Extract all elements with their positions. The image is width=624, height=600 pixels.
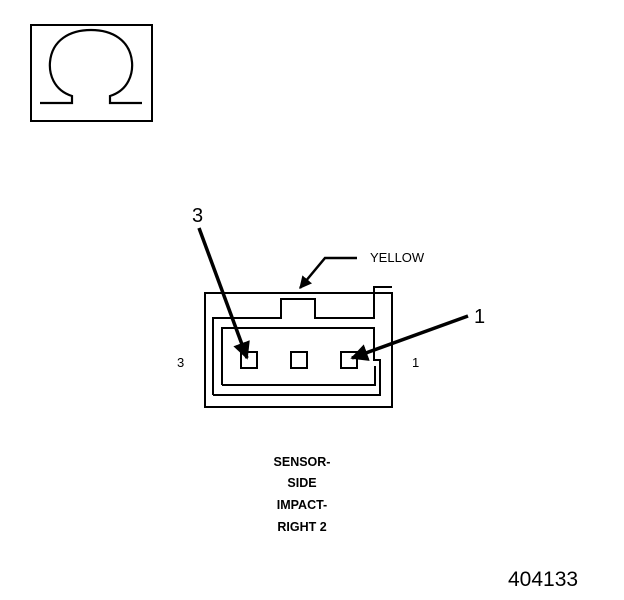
yellow-leader-line	[299, 256, 357, 289]
caption-line-4: RIGHT 2	[277, 520, 326, 534]
ohm-icon	[40, 28, 142, 105]
callout-1-arrow	[350, 314, 469, 361]
color-label: YELLOW	[370, 250, 425, 265]
pin-2	[290, 351, 308, 369]
caption-line-3: IMPACT-	[277, 498, 327, 512]
connector-caption: SENSOR- SIDE IMPACT- RIGHT 2	[274, 455, 331, 534]
pin-label-3: 3	[177, 355, 184, 370]
figure-number: 404133	[508, 568, 578, 591]
ohm-symbol-box	[30, 24, 153, 122]
pin-1	[340, 351, 358, 369]
connector-body	[204, 286, 393, 408]
callout-3-arrow	[197, 227, 250, 360]
caption-line-2: SIDE	[287, 476, 316, 490]
callout-3-label: 3	[192, 205, 203, 227]
caption-line-1: SENSOR-	[274, 455, 331, 469]
pin-3	[240, 351, 258, 369]
callout-1-label: 1	[474, 306, 485, 328]
pin-label-1: 1	[412, 355, 419, 370]
